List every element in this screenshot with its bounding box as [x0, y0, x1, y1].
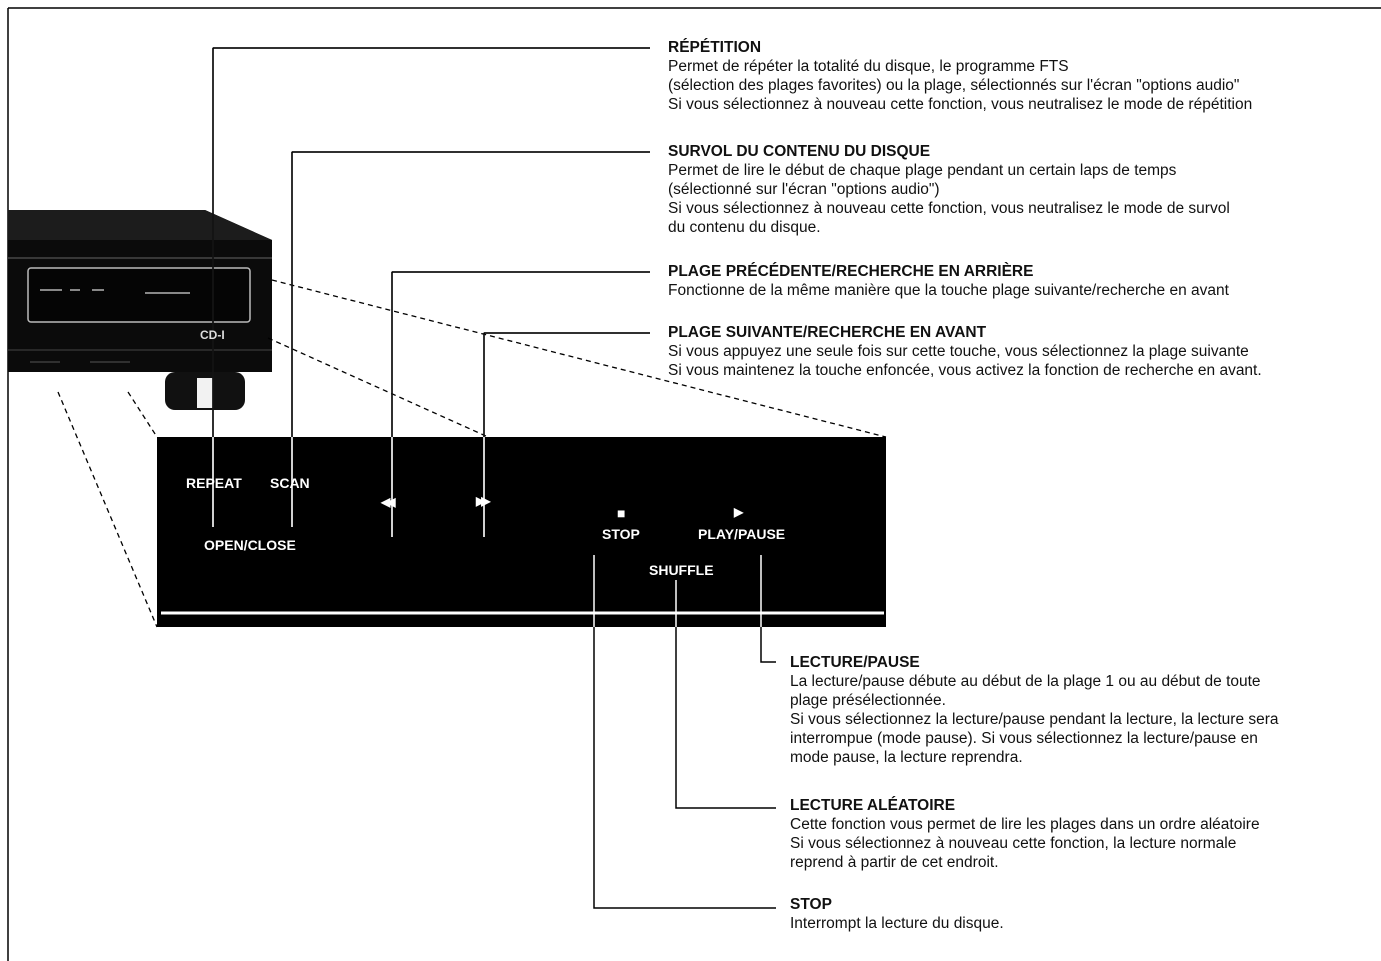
leader-lines-panel: [212, 437, 762, 627]
next-track-icon[interactable]: ▶▶: [476, 494, 491, 508]
play-pause-button[interactable]: PLAY/PAUSE: [698, 526, 786, 542]
leader-lines-lower: [593, 627, 776, 909]
shuffle-button[interactable]: SHUFFLE: [649, 562, 714, 578]
scan-button[interactable]: SCAN: [270, 475, 310, 491]
description-line: Fonctionne de la même manière que la tou…: [668, 282, 1229, 299]
description-line: plage présélectionnée.: [790, 692, 946, 709]
description-line: reprend à partir de cet endroit.: [790, 854, 999, 871]
open-close-button[interactable]: OPEN/CLOSE: [204, 537, 296, 553]
description-title: LECTURE ALÉATOIRE: [790, 797, 956, 814]
description-lecture-pause: LECTURE/PAUSE La lecture/pause débute au…: [790, 653, 1279, 767]
description-lecture-aleatoire: LECTURE ALÉATOIRE Cette fonction vous pe…: [790, 796, 1260, 872]
description-title: SURVOL DU CONTENU DU DISQUE: [668, 143, 931, 160]
description-plage-precedente: PLAGE PRÉCÉDENTE/RECHERCHE EN ARRIÈRE Fo…: [668, 262, 1229, 300]
stop-button[interactable]: STOP: [602, 526, 640, 542]
device-logo: CD-I: [200, 328, 225, 342]
description-plage-suivante: PLAGE SUIVANTE/RECHERCHE EN AVANT Si vou…: [668, 323, 1262, 380]
front-panel: [157, 437, 886, 627]
description-line: mode pause, la lecture reprendra.: [790, 749, 1023, 766]
description-line: Permet de répéter la totalité du disque,…: [668, 58, 1069, 75]
description-line: Si vous appuyez une seule fois sur cette…: [668, 343, 1249, 360]
previous-track-icon[interactable]: ◀◀: [381, 495, 396, 509]
description-line: (sélectionné sur l'écran "options audio"…: [668, 181, 940, 198]
description-line: Permet de lire le début de chaque plage …: [668, 162, 1177, 179]
description-repetition: RÉPÉTITION Permet de répéter la totalité…: [668, 38, 1252, 114]
description-title: PLAGE PRÉCÉDENTE/RECHERCHE EN ARRIÈRE: [668, 263, 1034, 280]
play-icon: ▶: [734, 505, 744, 519]
description-line: Interrompt la lecture du disque.: [790, 915, 1004, 932]
description-line: (sélection des plages favorites) ou la p…: [668, 77, 1240, 94]
description-line: Si vous maintenez la touche enfoncée, vo…: [668, 362, 1262, 379]
device-illustration: [8, 210, 272, 410]
projection-lines: [57, 279, 887, 628]
description-line: Si vous sélectionnez à nouveau cette fon…: [668, 200, 1230, 217]
description-title: LECTURE/PAUSE: [790, 654, 920, 671]
description-line: interrompue (mode pause). Si vous sélect…: [790, 730, 1258, 747]
description-line: Cette fonction vous permet de lire les p…: [790, 816, 1260, 833]
description-line: du contenu du disque.: [668, 219, 821, 236]
description-stop: STOP Interrompt la lecture du disque.: [790, 895, 1004, 933]
description-title: STOP: [790, 896, 832, 913]
repeat-button[interactable]: REPEAT: [186, 475, 242, 491]
description-title: RÉPÉTITION: [668, 39, 762, 56]
stop-icon: ■: [617, 505, 626, 521]
description-survol: SURVOL DU CONTENU DU DISQUE Permet de li…: [668, 142, 1230, 237]
description-line: Si vous sélectionnez la lecture/pause pe…: [790, 711, 1279, 728]
description-line: Si vous sélectionnez à nouveau cette fon…: [790, 835, 1237, 852]
description-title: PLAGE SUIVANTE/RECHERCHE EN AVANT: [668, 324, 987, 341]
description-line: La lecture/pause débute au début de la p…: [790, 673, 1261, 690]
leader-lines: [212, 47, 650, 537]
description-line: Si vous sélectionnez à nouveau cette fon…: [668, 96, 1253, 113]
